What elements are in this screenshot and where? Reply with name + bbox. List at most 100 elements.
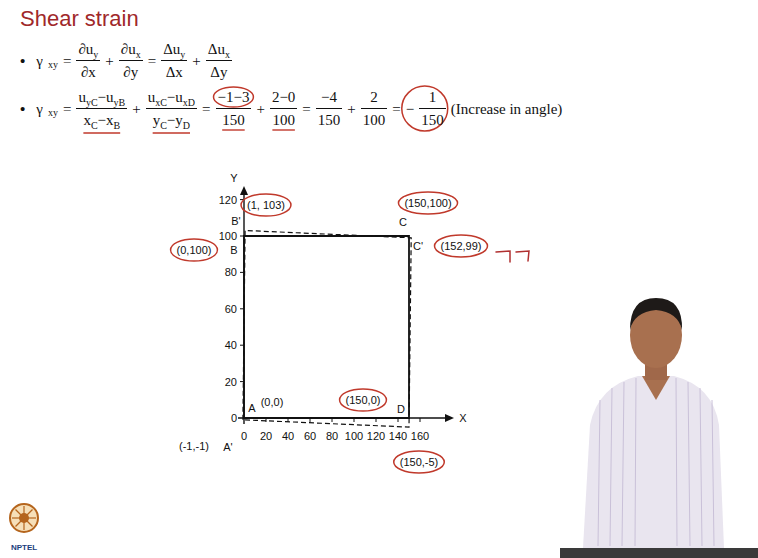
denominator: Δy: [208, 61, 229, 83]
coordinate-label: (152,99): [441, 240, 482, 252]
equation-term: Δy: [210, 64, 227, 80]
point-name: A: [248, 402, 255, 414]
equation-term: Δx: [166, 64, 183, 80]
tick-label: 20: [225, 376, 237, 388]
tick-label: 160: [411, 430, 429, 442]
numerator: 2: [368, 86, 380, 108]
subscript: xC: [155, 97, 167, 108]
equation-term: (Increase in angle): [451, 100, 563, 118]
fraction: −4150: [316, 86, 343, 131]
denominator: yC−yD: [151, 109, 192, 131]
fraction-bar: [76, 60, 100, 61]
fraction: −1−3 150: [216, 86, 252, 131]
equation-term: Δu: [208, 41, 225, 57]
equation-term: =: [148, 52, 156, 70]
equation-term: u: [148, 89, 156, 105]
numerator: 2−0: [270, 86, 297, 108]
fraction-bar: [206, 60, 232, 61]
equation-term: γ: [36, 100, 43, 118]
tick-label: 80: [225, 266, 237, 278]
ink-circle: [435, 235, 488, 257]
fraction: 1150: [419, 86, 446, 131]
equation-term: −y: [167, 112, 183, 128]
equation-term: ∂u: [121, 41, 136, 57]
equation-term: +: [132, 100, 140, 118]
point-name: C': [413, 240, 423, 252]
equation-term: 150: [222, 112, 245, 128]
point-name: A': [223, 441, 232, 453]
fraction-bar: [419, 108, 446, 109]
axis-name: Y: [230, 172, 237, 184]
shirt-stripes: [598, 378, 714, 546]
axes: [238, 186, 454, 424]
tick-label: 80: [326, 430, 338, 442]
subscript: x: [225, 49, 230, 60]
shirt: [583, 376, 724, 548]
numerator: Δuy: [161, 38, 187, 60]
fraction-bar: [270, 108, 297, 109]
tick-label: 140: [389, 430, 407, 442]
fraction: 2100: [361, 86, 388, 131]
fraction: 2−0100: [270, 86, 297, 131]
subscript: C: [160, 120, 167, 131]
equation-term: y: [153, 112, 161, 128]
denominator: 150: [316, 109, 343, 131]
fraction: ∂ux ∂y: [119, 38, 143, 83]
ink-underline: [272, 129, 295, 130]
tick-label: 120: [367, 430, 385, 442]
numerator: −1−3: [216, 86, 252, 108]
fraction: uyC−uyBxC−xB: [76, 86, 127, 131]
numerator: −4: [319, 86, 339, 108]
fraction-bar: [146, 108, 197, 109]
subscript: xy: [48, 108, 58, 118]
equation-term: =: [392, 100, 400, 118]
numerator: uxC−uxD: [146, 86, 197, 108]
point-name: B: [230, 244, 237, 256]
equation-term: −1−3: [218, 89, 250, 105]
subscript: xy: [48, 60, 58, 70]
tick-label: 0: [231, 412, 237, 424]
numerator: 1: [427, 86, 439, 108]
numerator: ∂uy: [76, 38, 100, 60]
subscript: yC: [86, 97, 98, 108]
point-name: B': [231, 215, 240, 227]
fraction-bar: [361, 108, 388, 109]
denominator: 100: [361, 109, 388, 131]
ink-circle: [398, 192, 457, 214]
fraction: ΔuxΔy: [206, 38, 232, 83]
ink-underline: [83, 132, 120, 133]
fraction: ∂uy∂x: [76, 38, 100, 83]
tick-label: 0: [241, 430, 247, 442]
equation-term: ∂u: [78, 41, 93, 57]
subscript: C: [91, 120, 98, 131]
coordinate-label: (-1,-1): [179, 440, 209, 452]
desk: [560, 548, 758, 558]
point-name: D: [397, 403, 405, 415]
equation-term: ∂y: [123, 64, 138, 80]
equation-term: +: [256, 100, 264, 118]
denominator: 100: [270, 109, 297, 131]
numerator: uyC−uyB: [76, 86, 127, 108]
numerator: ∂ux: [119, 38, 143, 60]
equation-term: Δu: [163, 41, 180, 57]
ink-underline: [222, 129, 245, 130]
slide-title: Shear strain: [20, 6, 139, 32]
ink-circle: [340, 389, 387, 411]
axis-name: X: [459, 412, 466, 424]
tick-label: 100: [219, 230, 237, 242]
equation-line: •γxy=uyC−uyBxC−xB+uxC−uxDyC−yD=−1−3150+2…: [20, 86, 562, 131]
subscript: x: [136, 49, 141, 60]
denominator: 150: [220, 109, 247, 131]
fraction-bar: [76, 108, 127, 109]
equation-term: 150: [421, 112, 444, 128]
annotation-ink: [83, 86, 487, 473]
denominator: 150: [419, 109, 446, 131]
equation-term: γ: [36, 52, 43, 70]
equation-term: 100: [363, 112, 386, 128]
equation-term: u: [78, 89, 86, 105]
tick-label: 60: [304, 430, 316, 442]
equation-term: =: [63, 100, 71, 118]
equation-term: +: [192, 52, 200, 70]
point-name: C: [399, 216, 407, 228]
equation-term: −u: [167, 89, 183, 105]
